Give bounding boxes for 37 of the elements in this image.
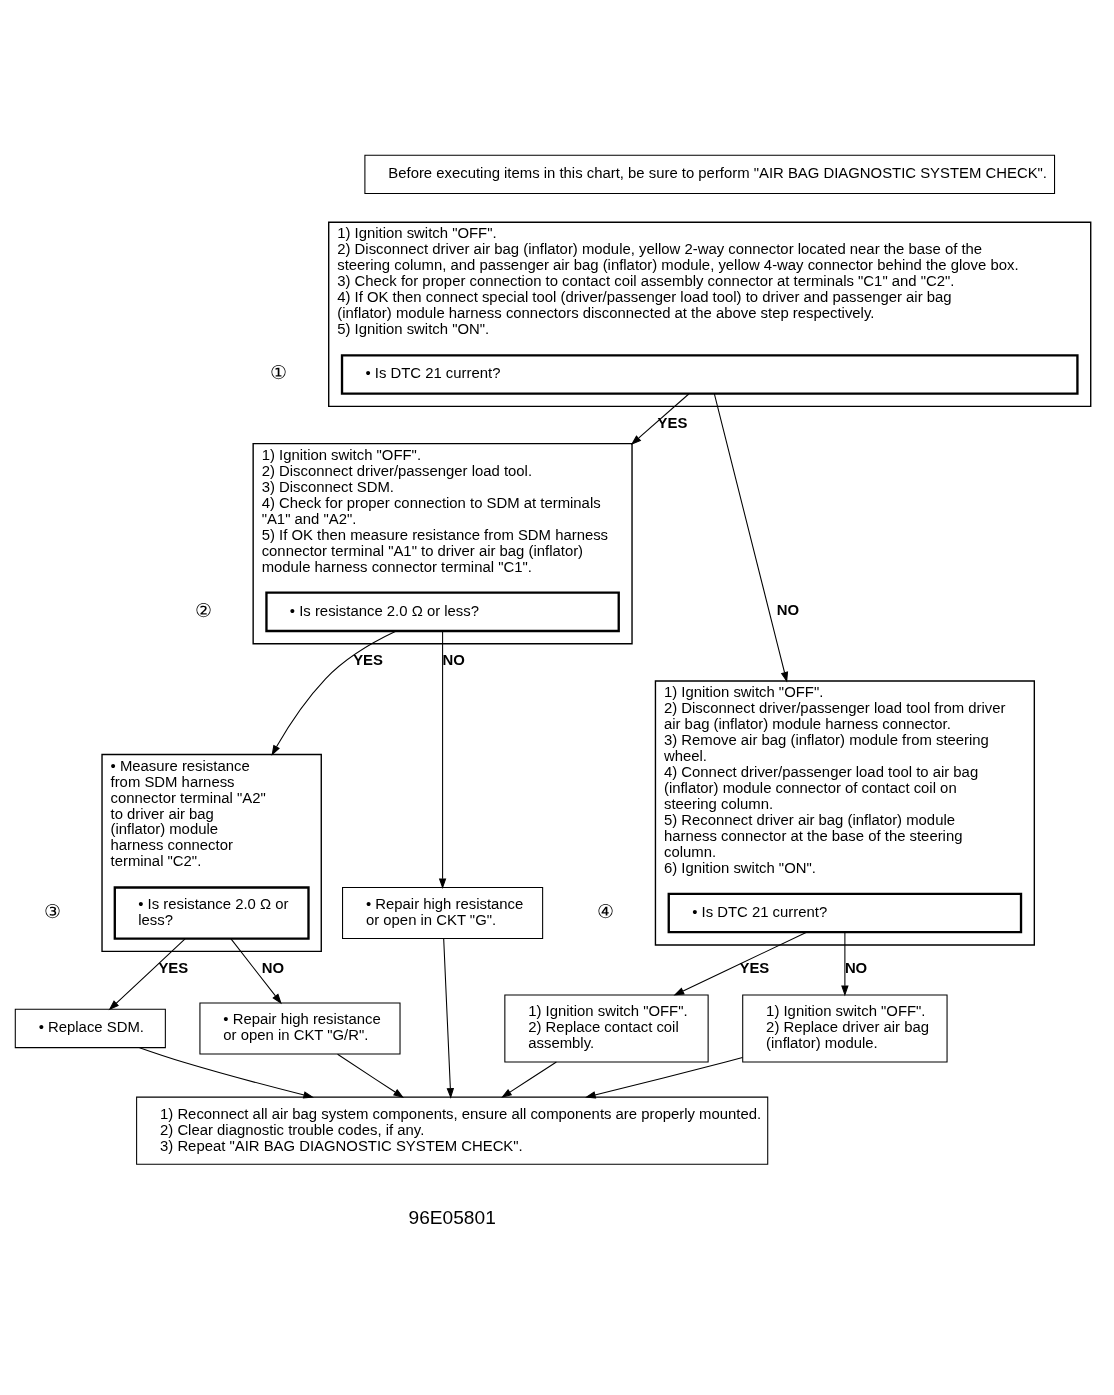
node-box: • Repair high resistance or open in CKT "G/R".: [199, 1002, 401, 1055]
arrow: [443, 938, 455, 1099]
arrow: [673, 931, 808, 996]
arrow: [501, 1061, 557, 1098]
arrow: [841, 931, 849, 997]
node-label: ①: [270, 362, 288, 384]
node-box: • Is DTC 21 current?: [667, 892, 1023, 934]
arrow: [585, 1057, 744, 1099]
node-label: ④: [596, 900, 614, 922]
edge-label: NO: [442, 652, 465, 669]
node-label: ③: [43, 900, 61, 922]
node-box: 1) Ignition switch "OFF". 2) Replace contact coil assembly.: [504, 994, 709, 1063]
edge-label: YES: [158, 959, 189, 976]
node-box: • Is DTC 21 current?: [340, 354, 1079, 395]
edge-label: NO: [776, 601, 800, 618]
arrow: [630, 393, 690, 446]
arrow: [230, 938, 282, 1005]
arrow: [337, 1053, 404, 1098]
node-box: • Is resistance 2.0 Ω or less?: [265, 591, 620, 633]
node-box: • Replace SDM.: [14, 1008, 166, 1049]
arrow: [438, 630, 447, 890]
arrow: [108, 938, 186, 1011]
arrow: [139, 1047, 314, 1099]
edge-label: YES: [657, 414, 688, 431]
edge-label: NO: [844, 959, 868, 976]
arrow: [713, 393, 789, 683]
node-box: 1) Reconnect all air bag system components, ensure all components are properly mounted. 2) Clear diagnostic trouble codes, if any. 3) Repeat "AIR BAG DIAGNOSTIC SYSTEM CHECK".: [136, 1096, 769, 1165]
node-box: • Is resistance 2.0 Ω or less?: [113, 886, 310, 940]
edge-label: YES: [353, 652, 383, 669]
node-box: • Repair high resistance or open in CKT "G".: [342, 886, 544, 940]
edge-label: YES: [739, 959, 770, 976]
edge-label: NO: [261, 959, 284, 976]
node-box: 1) Ignition switch "OFF". 2) Replace driver air bag (inflator) module.: [742, 994, 948, 1063]
node-box: Before executing items in this chart, be sure to perform "AIR BAG DIAGNOSTIC SYSTEM CHECK".: [364, 154, 1056, 195]
node-label: ②: [194, 599, 212, 621]
arrow: [271, 630, 397, 756]
label: 96E05801: [408, 1207, 496, 1229]
